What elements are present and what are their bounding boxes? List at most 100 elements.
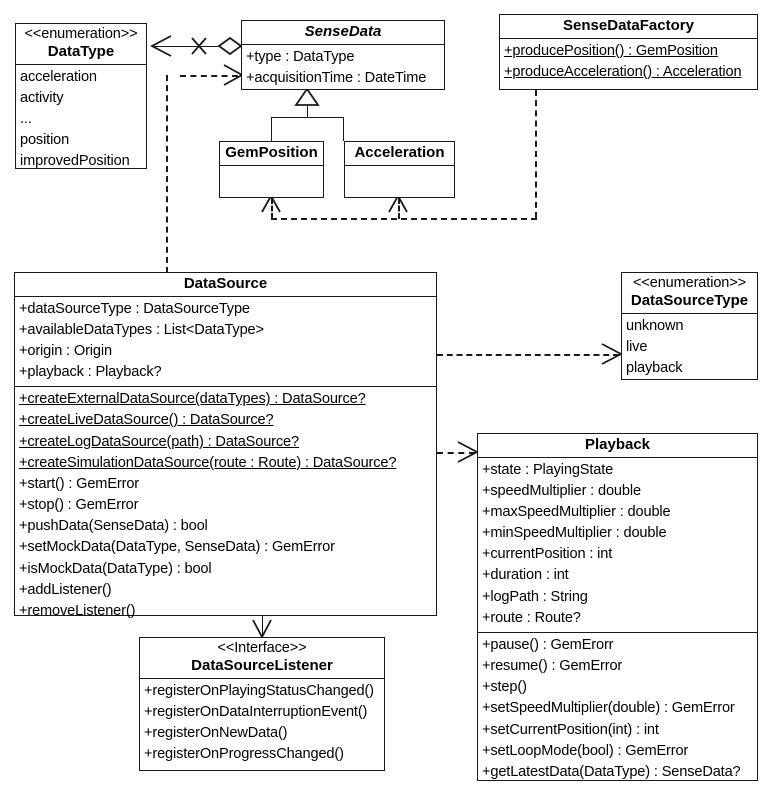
compartment-playback-operations: +pause() : GemErorr +resume() : GemError… xyxy=(478,631,757,786)
operation: +setSpeedMultiplier(double) : GemError xyxy=(482,700,735,717)
attribute: +type : DataType xyxy=(246,48,355,65)
class-header-datasource: DataSource xyxy=(15,273,436,297)
operation: +removeListener() xyxy=(19,602,136,619)
stereotype-label-datasourcelistener: <<Interface>> xyxy=(217,640,307,656)
operation: +setMockData(DataType, SenseData) : GemE… xyxy=(19,539,335,556)
dependency-line-datasource-datasourcetype xyxy=(437,354,619,356)
generalization-branch-acceleration xyxy=(343,117,344,141)
compartment-playback-attributes: +state : PlayingState +speedMultiplier :… xyxy=(478,458,757,632)
class-header-sensedata: SenseData xyxy=(242,21,444,45)
attribute: +minSpeedMultiplier : double xyxy=(482,525,667,542)
operation: +stop() : GemError xyxy=(19,497,139,514)
stereotype-label-datasourcetype: <<enumeration>> xyxy=(633,275,746,291)
class-box-sensedata[interactable]: SenseData +type : DataType +acquisitionT… xyxy=(241,20,445,90)
enum-literal: activity xyxy=(20,89,64,106)
class-header-datatype: <<enumeration>> DataType xyxy=(16,24,146,65)
class-box-datasourcelistener[interactable]: <<Interface>> DataSourceListener +regist… xyxy=(139,637,385,771)
class-name-acceleration: Acceleration xyxy=(354,144,445,161)
attribute: +route : Route? xyxy=(482,609,581,626)
attribute: +availableDataTypes : List<DataType> xyxy=(19,321,264,338)
dependency-line-factory-vertical xyxy=(535,90,537,218)
compartment-sensedatafactory-operations: +producePosition() : GemPosition +produc… xyxy=(500,39,757,86)
class-header-playback: Playback xyxy=(478,434,757,458)
class-box-acceleration[interactable]: Acceleration xyxy=(344,141,455,198)
operation: +createLogDataSource(path) : DataSource? xyxy=(19,433,299,450)
operation: +registerOnPlayingStatusChanged() xyxy=(144,682,374,699)
operation: +setLoopMode(bool) : GemError xyxy=(482,742,689,759)
operation: +pushData(SenseData) : bool xyxy=(19,518,208,535)
compartment-datasource-operations: +createExternalDataSource(dataTypes) : D… xyxy=(15,386,436,625)
stereotype-label-datatype: <<enumeration>> xyxy=(24,26,138,42)
attribute: +state : PlayingState xyxy=(482,461,614,478)
operation: +createLiveDataSource() : DataSource? xyxy=(19,412,274,429)
class-name-gemposition: GemPosition xyxy=(225,144,318,161)
enum-literal: acceleration xyxy=(20,68,97,85)
class-name-datasourcetype: DataSourceType xyxy=(630,292,749,310)
dependency-stub-factory-acceleration xyxy=(398,198,400,219)
dependency-stub-factory-gemposition xyxy=(271,198,273,219)
class-name-playback: Playback xyxy=(584,436,651,453)
class-header-datasourcelistener: <<Interface>> DataSourceListener xyxy=(140,638,384,679)
enum-literal: ... xyxy=(20,111,32,128)
operation: +produceAcceleration() : Acceleration xyxy=(504,63,742,80)
attribute: +logPath : String xyxy=(482,588,588,605)
attribute: +dataSourceType : DataSourceType xyxy=(19,300,250,317)
generalization-trunk-sensedata xyxy=(307,89,308,117)
operation: +resume() : GemError xyxy=(482,658,623,675)
class-header-datasourcetype: <<enumeration>> DataSourceType xyxy=(622,273,757,314)
dependency-line-datasource-playback xyxy=(437,452,475,454)
attribute: +origin : Origin xyxy=(19,343,112,359)
dependency-line-sensedata-datatype xyxy=(180,75,238,77)
generalization-bar-sensedata xyxy=(271,117,343,118)
operation: +getLatestData(DataType) : SenseData? xyxy=(482,763,741,780)
attribute: +duration : int xyxy=(482,567,569,584)
enum-literal: unknown xyxy=(626,317,684,334)
compartment-gemposition-members xyxy=(220,166,323,196)
enum-literal: improvedPosition xyxy=(20,153,130,170)
operation: +setCurrentPosition(int) : int xyxy=(482,721,659,738)
aggregation-line-sensedata-datatype xyxy=(153,46,241,47)
operation: +createSimulationDataSource(route : Rout… xyxy=(19,454,397,471)
operation: +step() xyxy=(482,679,527,696)
class-box-gemposition[interactable]: GemPosition xyxy=(219,141,324,198)
operation: +isMockData(DataType) : bool xyxy=(19,560,212,577)
class-box-datasourcetype[interactable]: <<enumeration>> DataSourceType unknown l… xyxy=(621,272,758,380)
compartment-acceleration-members xyxy=(345,166,454,196)
class-name-datasourcelistener: DataSourceListener xyxy=(191,657,333,675)
operation: +addListener() xyxy=(19,581,112,598)
compartment-sensedata-attributes: +type : DataType +acquisitionTime : Date… xyxy=(242,45,444,92)
operation: +registerOnDataInterruptionEvent() xyxy=(144,703,368,720)
attribute: +maxSpeedMultiplier : double xyxy=(482,504,671,520)
compartment-datasource-attributes: +dataSourceType : DataSourceType +availa… xyxy=(15,297,436,387)
compartment-datasourcelistener-operations: +registerOnPlayingStatusChanged() +regis… xyxy=(140,679,384,769)
attribute: +playback : Playback? xyxy=(19,364,162,381)
enum-literal: live xyxy=(626,338,648,355)
operation: +registerOnNewData() xyxy=(144,725,288,742)
class-box-datatype[interactable]: <<enumeration>> DataType acceleration ac… xyxy=(15,23,147,169)
compartment-datatype-literals: acceleration activity ... position impro… xyxy=(16,65,146,176)
dependency-line-datasource-datatype-vertical xyxy=(166,75,168,273)
class-box-playback[interactable]: Playback +state : PlayingState +speedMul… xyxy=(477,433,758,781)
class-name-datatype: DataType xyxy=(47,43,115,61)
operation: +pause() : GemErorr xyxy=(482,636,614,653)
enum-literal: position xyxy=(20,132,70,149)
class-name-datasource: DataSource xyxy=(183,275,268,292)
class-box-datasource[interactable]: DataSource +dataSourceType : DataSourceT… xyxy=(14,272,437,619)
operation: +createExternalDataSource(dataTypes) : D… xyxy=(19,391,366,408)
operation: +registerOnProgressChanged() xyxy=(144,746,344,763)
class-header-acceleration: Acceleration xyxy=(345,142,454,166)
compartment-datasourcetype-literals: unknown live playback xyxy=(622,314,757,382)
class-header-sensedatafactory: SenseDataFactory xyxy=(500,15,757,39)
class-name-sensedata: SenseData xyxy=(304,23,382,40)
attribute: +acquisitionTime : DateTime xyxy=(246,69,427,86)
class-name-sensedatafactory: SenseDataFactory xyxy=(563,17,694,34)
operation: +start() : GemError xyxy=(19,475,139,492)
attribute: +currentPosition : int xyxy=(482,546,613,563)
class-box-sensedatafactory[interactable]: SenseDataFactory +producePosition() : Ge… xyxy=(499,14,758,90)
class-header-gemposition: GemPosition xyxy=(220,142,323,166)
operation: +producePosition() : GemPosition xyxy=(504,42,718,59)
generalization-branch-gemposition xyxy=(271,117,272,141)
dependency-line-factory-horizontal xyxy=(271,218,537,220)
attribute: +speedMultiplier : double xyxy=(482,482,641,499)
